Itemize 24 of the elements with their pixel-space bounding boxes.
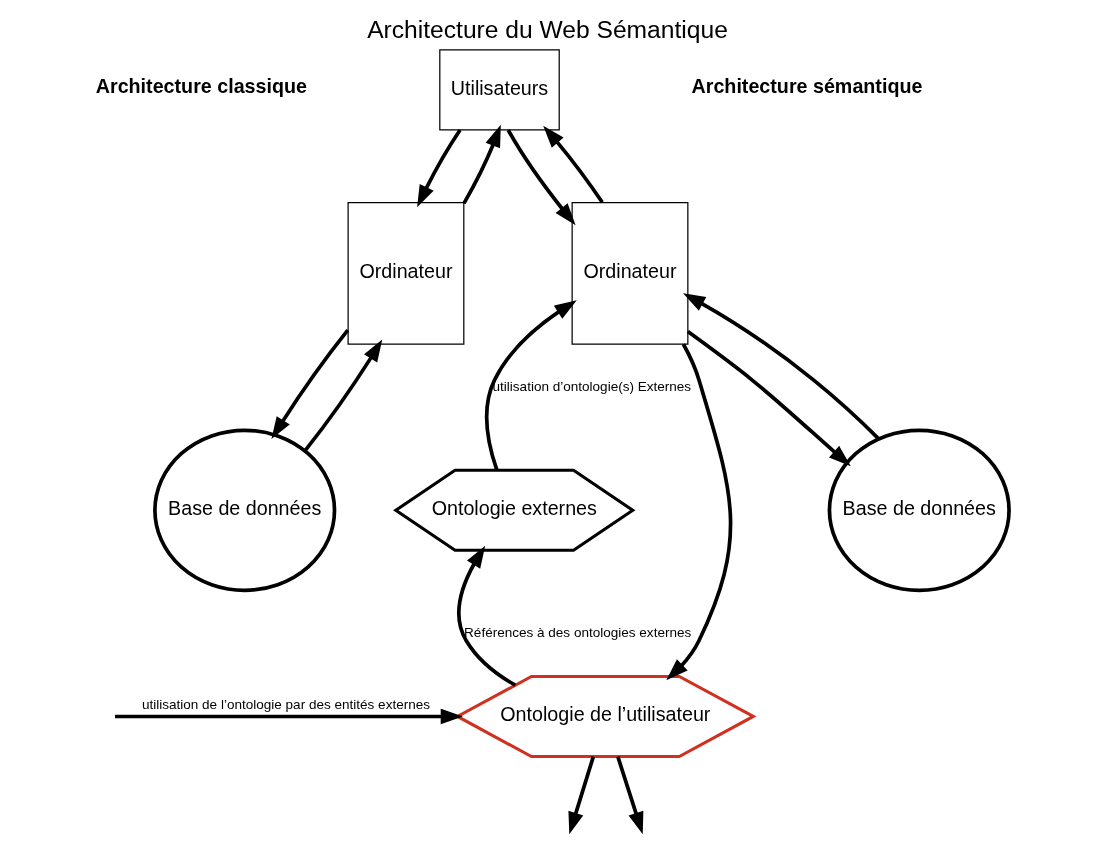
edge-label: utilisation de l’ontologie par des entités externes bbox=[141, 696, 430, 712]
label: Architecture classique bbox=[95, 75, 307, 98]
arrow bbox=[665, 343, 732, 681]
arrow bbox=[506, 129, 576, 226]
arrow bbox=[686, 330, 851, 467]
edge-label: utilisation d’ontologie(s) Externes bbox=[492, 378, 691, 394]
arrow bbox=[567, 756, 595, 835]
arrow bbox=[456, 545, 516, 687]
arrow bbox=[270, 329, 349, 440]
diagram-title: Architecture du Web Sémantique bbox=[366, 15, 728, 43]
arrow bbox=[114, 708, 463, 725]
node-box: Ordinateur bbox=[571, 201, 688, 345]
label: Architecture sémantique bbox=[691, 75, 922, 98]
arrow bbox=[461, 124, 501, 205]
arrow bbox=[615, 756, 643, 835]
arrow bbox=[303, 339, 382, 452]
node-box: Utilisateurs bbox=[438, 49, 560, 131]
node-ellipse: Base de données bbox=[152, 428, 336, 593]
arrow bbox=[542, 125, 604, 204]
node-box: Ordinateur bbox=[347, 201, 464, 345]
arrow bbox=[484, 300, 577, 471]
arrow bbox=[682, 293, 880, 441]
edge-label: Références à des ontologies externes bbox=[463, 624, 691, 640]
arrow bbox=[416, 128, 462, 208]
